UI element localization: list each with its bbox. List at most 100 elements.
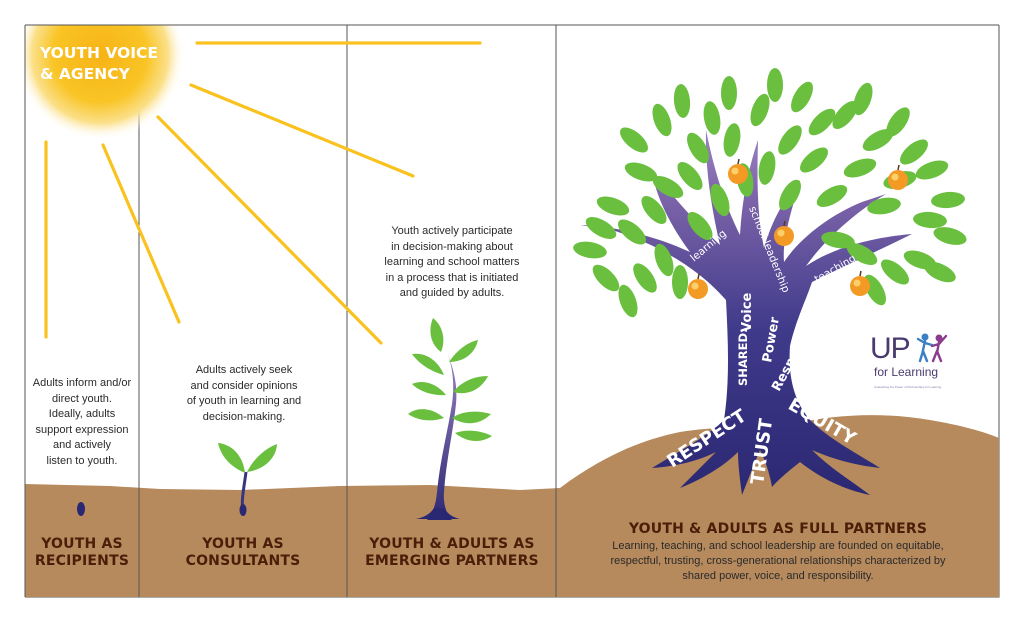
tree-leaf bbox=[641, 195, 667, 225]
stage2-title-line2: CONSULTANTS bbox=[185, 553, 301, 569]
sun bbox=[15, 0, 185, 140]
stage1-desc-line: and actively bbox=[52, 439, 112, 451]
stage2-desc-line: decision-making. bbox=[202, 410, 286, 423]
tree-leaf bbox=[673, 84, 691, 118]
tree-leaf bbox=[592, 264, 620, 292]
logo-sub: for Learning bbox=[874, 365, 939, 379]
apple-stem bbox=[897, 164, 900, 171]
stage2-desc-line: of youth in learning and bbox=[186, 395, 302, 407]
stage4-desc-line: shared power, voice, and responsibility. bbox=[682, 570, 874, 582]
sun-title-line1: YOUTH VOICE bbox=[40, 44, 159, 62]
apple-highlight bbox=[731, 167, 739, 175]
logo-main: UP bbox=[870, 332, 911, 365]
tree-leaf bbox=[886, 107, 910, 137]
stage1-description: Adults inform and/or direct youth. Ideal… bbox=[28, 376, 136, 469]
tree-leaf bbox=[899, 139, 929, 165]
stage4-desc-line: Learning, teaching, and school leadershi… bbox=[612, 540, 944, 552]
tree-leaf bbox=[808, 108, 836, 136]
tree-leaf bbox=[867, 197, 901, 215]
tree-leaf bbox=[687, 211, 713, 241]
apple-stem bbox=[737, 158, 740, 165]
tree-leaf bbox=[652, 176, 684, 198]
tree-leaf bbox=[832, 100, 858, 130]
stage3-desc-line: in decision-making about bbox=[391, 240, 513, 253]
tree-leaf bbox=[672, 265, 688, 299]
tree-leaf bbox=[933, 227, 967, 245]
stage4-description: Learning, teaching, and school leadershi… bbox=[560, 539, 996, 584]
stage1-desc-line: Adults inform and/or bbox=[32, 377, 132, 389]
tree-leaf bbox=[816, 185, 848, 207]
tree-leaf bbox=[750, 93, 770, 127]
stage1-desc-line: support expression bbox=[35, 423, 129, 436]
stage2-title: YOUTH AS CONSULTANTS bbox=[142, 536, 344, 570]
tree-leaf bbox=[791, 81, 813, 113]
tree-leaf bbox=[924, 261, 956, 283]
tree-leaf bbox=[799, 147, 829, 173]
tree-leaf bbox=[652, 103, 672, 137]
stage3-desc-line: learning and school matters bbox=[384, 256, 520, 268]
apple-stem bbox=[859, 270, 862, 277]
stage1-title-line1: YOUTH AS bbox=[41, 536, 123, 552]
tree-leaf bbox=[618, 284, 638, 318]
tree-leaf bbox=[853, 82, 873, 116]
tree-leaf bbox=[821, 231, 855, 249]
tree-leaf bbox=[721, 76, 737, 110]
tree-leaf bbox=[619, 127, 649, 153]
tree-leaf bbox=[585, 217, 617, 239]
apple bbox=[774, 226, 794, 246]
tree-leaf bbox=[573, 241, 607, 259]
tree-leaf bbox=[633, 263, 657, 293]
tree-leaf bbox=[624, 162, 658, 182]
stage2-desc-line: and consider opinions bbox=[190, 379, 298, 392]
stage2-desc-line: Adults actively seek bbox=[195, 364, 293, 376]
sun-title: YOUTH VOICE & AGENCY bbox=[40, 43, 158, 85]
apple-highlight bbox=[891, 173, 899, 181]
stage3-description: Youth actively participate in decision-m… bbox=[350, 224, 554, 302]
stage1-desc-line: Ideally, adults bbox=[48, 408, 116, 420]
tree-leaf bbox=[915, 160, 949, 180]
stage1-desc-line: listen to youth. bbox=[46, 454, 118, 467]
stage3-desc-line: and guided by adults. bbox=[399, 287, 505, 299]
sprout bbox=[218, 443, 277, 516]
stage3-desc-line: in a process that is initiated bbox=[385, 271, 519, 284]
apple bbox=[850, 276, 870, 296]
stage3-title: YOUTH & ADULTS AS EMERGING PARTNERS bbox=[350, 536, 554, 570]
tree-leaf bbox=[758, 151, 776, 185]
tree-leaf bbox=[843, 158, 877, 178]
tree-leaf bbox=[779, 179, 801, 211]
tree-leaf bbox=[913, 211, 947, 229]
stage1-title: YOUTH AS RECIPIENTS bbox=[28, 536, 136, 570]
stage3-desc-line: Youth actively participate bbox=[391, 225, 513, 237]
tree-leaf bbox=[654, 243, 674, 277]
apple-stem bbox=[783, 220, 786, 227]
shared-label: SHARED: bbox=[736, 328, 750, 386]
tree-leaf bbox=[767, 68, 783, 102]
stage2-description: Adults actively seek and consider opinio… bbox=[150, 363, 338, 425]
stage4-title: YOUTH & ADULTS AS FULL PARTNERS bbox=[628, 521, 928, 537]
tree-leaf bbox=[677, 161, 703, 191]
tree-leaf bbox=[596, 196, 630, 216]
tree-leaf bbox=[846, 243, 878, 265]
apple-highlight bbox=[691, 282, 699, 290]
apple bbox=[688, 279, 708, 299]
sun-rays bbox=[44, 41, 482, 345]
sapling bbox=[408, 318, 492, 520]
apple-highlight bbox=[853, 279, 861, 287]
seed bbox=[77, 502, 85, 516]
tree-leaf bbox=[778, 125, 802, 155]
apple bbox=[728, 164, 748, 184]
voice-label: Voice bbox=[740, 293, 755, 332]
tree-leaf bbox=[862, 129, 894, 151]
stage3-title-line2: EMERGING PARTNERS bbox=[365, 553, 539, 569]
stage4-desc-line: respectful, trusting, cross-generational… bbox=[610, 555, 946, 567]
tree-leaf bbox=[864, 274, 886, 306]
tree-leaf bbox=[723, 123, 741, 157]
tree bbox=[573, 68, 967, 495]
stage1-desc-line: direct youth. bbox=[52, 392, 112, 405]
tree-leaf bbox=[687, 132, 709, 164]
stage2-title-line1: YOUTH AS bbox=[202, 536, 284, 552]
up-for-learning-logo: UP for Learning Unleashing the Power of … bbox=[868, 333, 968, 403]
stage1-title-line2: RECIPIENTS bbox=[34, 553, 130, 569]
